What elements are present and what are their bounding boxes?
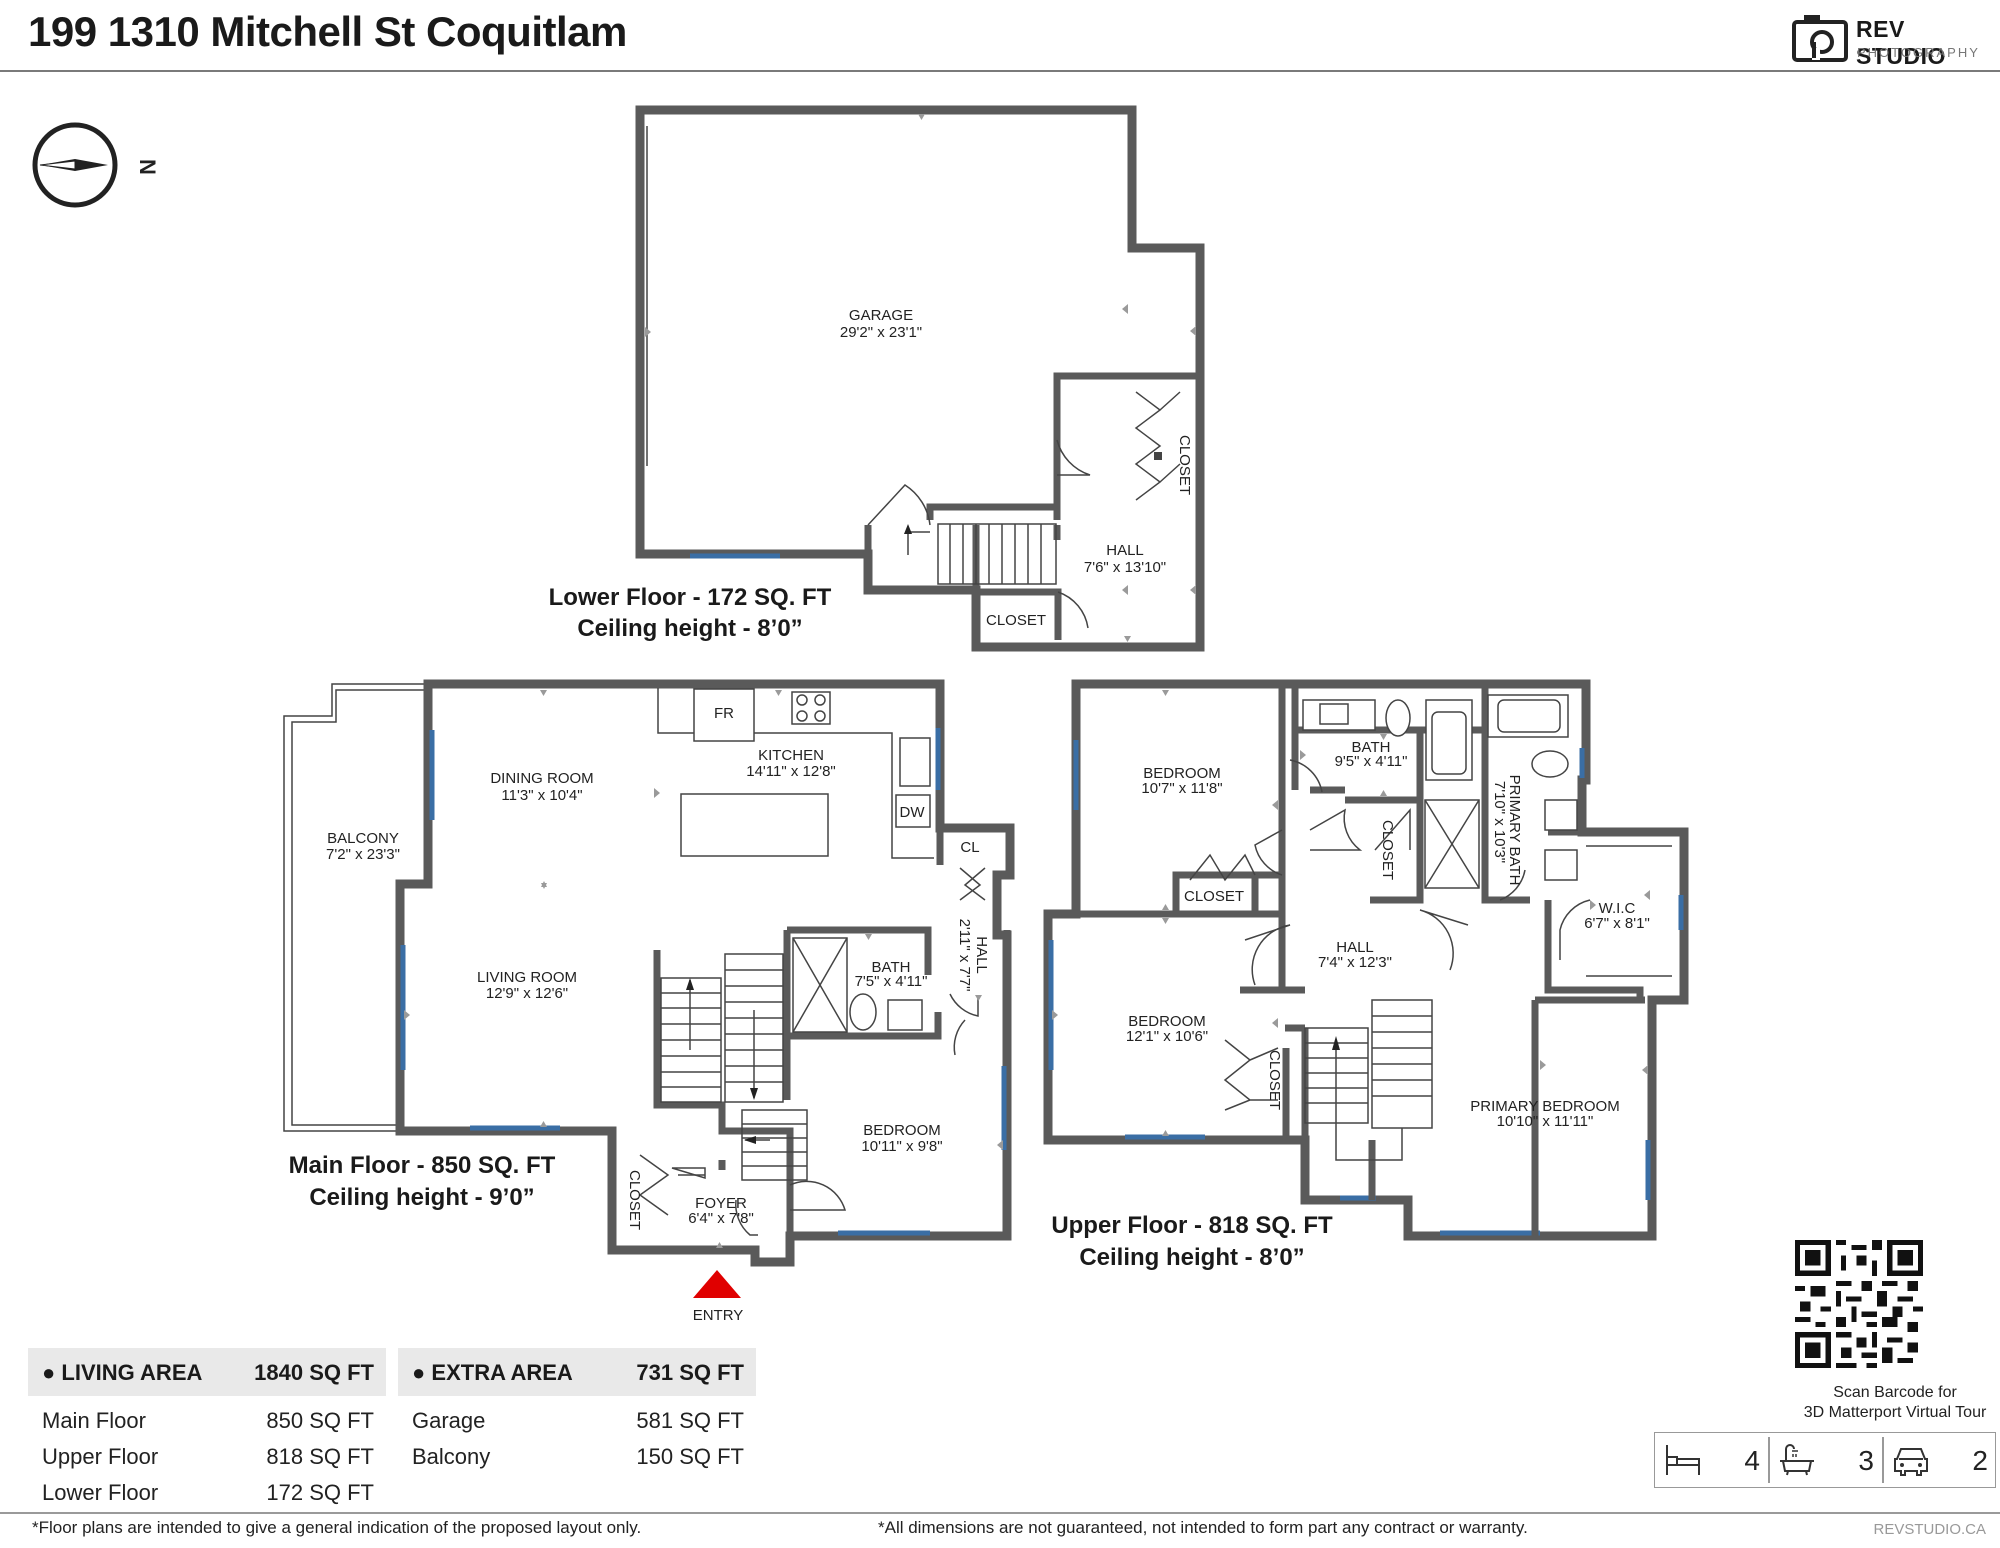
room-name-up-closet-2: CLOSET	[1379, 820, 1396, 880]
room-name-up-bath: BATH	[1352, 739, 1391, 756]
room-name-up-hall: HALL	[1336, 939, 1374, 956]
bathroom-count: 3	[1769, 1433, 1882, 1487]
room-name-primary-bedroom: PRIMARY BEDROOM	[1470, 1098, 1619, 1115]
compass-icon	[32, 122, 118, 208]
main-floor-ceiling: Ceiling height - 9’0”	[309, 1184, 534, 1211]
camera-logo-icon	[1792, 15, 1848, 62]
room-dims-main-bedroom: 10'11" x 9'8"	[861, 1138, 942, 1155]
brand-subtitle: PHOTOGRAPHY	[1857, 45, 1980, 60]
area-summary: ● LIVING AREA 1840 SQ FT Main Floor 850 …	[28, 1348, 760, 1508]
parking-count: 2	[1883, 1433, 1996, 1487]
disclaimer-left: *Floor plans are intended to give a gene…	[32, 1518, 642, 1537]
room-name-main-hall: HALL	[973, 936, 990, 974]
main-floor-plan: DINING ROOM 11'3" x 10'4" KITCHEN 14'11"…	[283, 679, 1015, 1324]
qr-caption: Scan Barcode for 3D Matterport Virtual T…	[1803, 1384, 1987, 1421]
room-dims-main-hall: 2'11" x 7'7"	[956, 919, 973, 992]
room-dims-dining: 11'3" x 10'4"	[501, 787, 582, 804]
bedroom-count: 4	[1655, 1433, 1768, 1487]
room-name-foyer: FOYER	[695, 1195, 747, 1212]
website-link[interactable]: REVSTUDIO.CA	[1873, 1521, 1986, 1538]
extra-area-total: 731 SQ FT	[636, 1360, 744, 1385]
room-dims-up-bedroom-2: 12'1" x 10'6"	[1126, 1028, 1208, 1045]
room-dims-up-bath: 9'5" x 4'11"	[1335, 753, 1408, 770]
compass-north-label: N	[135, 159, 160, 175]
table-row: Main Floor 850 SQ FT	[42, 1408, 374, 1433]
bathtub-icon	[1780, 1444, 1814, 1476]
lower-floor-ceiling: Ceiling height - 8’0”	[577, 615, 802, 642]
title-divider	[0, 70, 2000, 72]
room-dims-lower-hall: 7'6" x 13'10"	[1084, 559, 1166, 576]
qr-code[interactable]	[1795, 1240, 1923, 1368]
room-name-living: LIVING ROOM	[477, 969, 577, 986]
lower-floor-title: Lower Floor - 172 SQ. FT	[549, 584, 832, 611]
room-name-lower-hall: HALL	[1106, 542, 1144, 559]
lower-floor-plan: GARAGE 29'2" x 23'1" CLOSET HALL 7'6" x …	[635, 105, 1205, 652]
room-dims-kitchen: 14'11" x 12'8"	[746, 763, 836, 780]
page-title: 199 1310 Mitchell St Coquitlam	[28, 8, 627, 55]
extra-area-label: EXTRA AREA	[431, 1360, 573, 1385]
room-name-primary-bath: PRIMARY BATH	[1506, 775, 1523, 886]
entry-marker	[693, 1270, 741, 1298]
room-dims-up-bedroom-1: 10'7" x 11'8"	[1141, 780, 1222, 797]
room-name-up-bedroom-2: BEDROOM	[1128, 1013, 1206, 1030]
living-area-total: 1840 SQ FT	[254, 1360, 374, 1385]
bed-icon	[1666, 1445, 1700, 1475]
room-name-wic: W.I.C	[1599, 900, 1636, 917]
room-dims-living: 12'9" x 12'6"	[486, 985, 568, 1002]
room-dims-primary-bath: 7'10" x 10'3"	[1491, 781, 1508, 863]
room-name-lower-closet: CLOSET	[1176, 435, 1193, 495]
room-name-lower-closet-bottom: CLOSET	[986, 612, 1046, 629]
extra-area-header: ● EXTRA AREA 731 SQ FT	[398, 1348, 756, 1396]
fridge-label: FR	[714, 705, 734, 722]
living-area-header: ● LIVING AREA 1840 SQ FT	[28, 1348, 386, 1396]
car-icon	[1894, 1448, 1928, 1476]
room-dims-garage: 29'2" x 23'1"	[840, 324, 922, 341]
room-name-up-closet-3: CLOSET	[1266, 1050, 1283, 1110]
room-name-main-bath: BATH	[872, 959, 911, 976]
room-name-dining: DINING ROOM	[490, 770, 593, 787]
room-name-main-bedroom: BEDROOM	[863, 1122, 941, 1139]
brand-logo: REV STUDIO PHOTOGRAPHY	[1790, 12, 1986, 69]
upper-floor-title: Upper Floor - 818 SQ. FT	[1051, 1212, 1333, 1239]
brand-name: REV STUDIO	[1856, 16, 1946, 69]
living-area-label: LIVING AREA	[61, 1360, 203, 1385]
room-dims-primary-bedroom: 10'10" x 11'11"	[1497, 1113, 1594, 1130]
footer-divider	[0, 1512, 2000, 1514]
room-dims-wic: 6'7" x 8'1"	[1584, 915, 1650, 932]
entry-label: ENTRY	[693, 1307, 744, 1324]
room-dims-up-hall: 7'4" x 12'3"	[1318, 954, 1392, 971]
table-row: Lower Floor 172 SQ FT	[42, 1480, 374, 1505]
dishwasher-label: DW	[900, 804, 926, 821]
table-row: Garage 581 SQ FT	[412, 1408, 744, 1433]
room-name-balcony: BALCONY	[327, 830, 399, 847]
room-name-cl: CL	[960, 839, 979, 856]
main-floor-title: Main Floor - 850 SQ. FT	[289, 1152, 556, 1179]
room-counts: 4 3 2	[1654, 1432, 1996, 1488]
room-dims-balcony: 7'2" x 23'3"	[326, 846, 400, 863]
room-name-up-closet-1: CLOSET	[1184, 888, 1244, 905]
disclaimer-right: *All dimensions are not guaranteed, not …	[878, 1518, 1528, 1537]
room-dims-foyer: 6'4" x 7'8"	[688, 1210, 754, 1227]
table-row: Balcony 150 SQ FT	[412, 1444, 744, 1469]
room-name-garage: GARAGE	[849, 307, 913, 324]
table-row: Upper Floor 818 SQ FT	[42, 1444, 374, 1469]
room-name-main-closet: CLOSET	[626, 1170, 643, 1230]
room-name-up-bedroom-1: BEDROOM	[1143, 765, 1221, 782]
room-name-kitchen: KITCHEN	[758, 747, 824, 764]
upper-floor-plan: BEDROOM 10'7" x 11'8" CLOSET BATH 9'5" x…	[1043, 679, 1689, 1241]
upper-floor-ceiling: Ceiling height - 8’0”	[1079, 1244, 1304, 1271]
room-dims-main-bath: 7'5" x 4'11"	[855, 973, 928, 990]
